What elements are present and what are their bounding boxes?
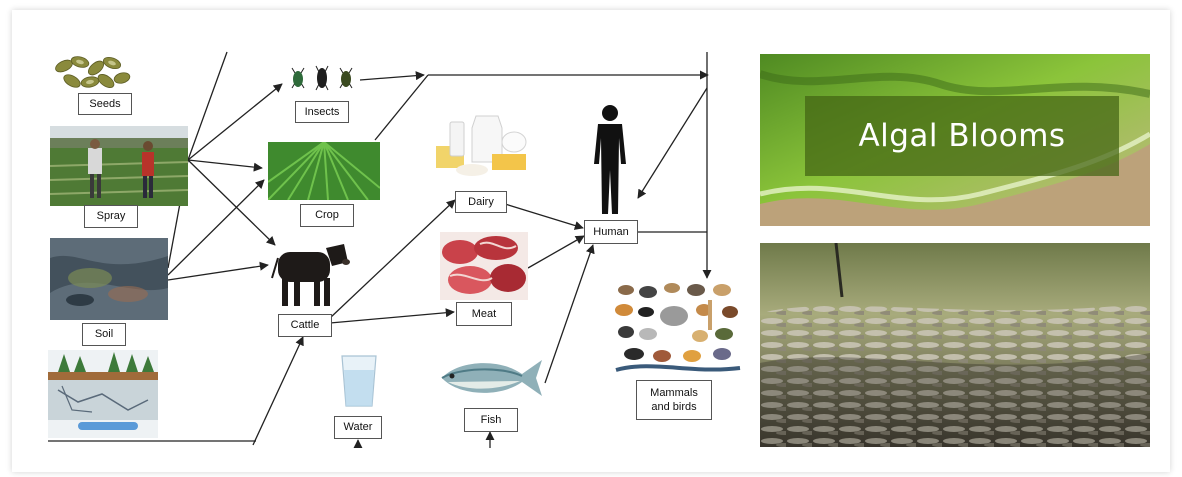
arrow-insects-right xyxy=(360,75,424,80)
node-seeds: Seeds xyxy=(78,93,132,115)
groundwater-diagram xyxy=(48,350,158,438)
node-insects: Insects xyxy=(295,101,349,123)
cattle-image xyxy=(270,234,352,310)
arrow-bottom-cattle xyxy=(253,337,303,445)
arrow-cattle-meat xyxy=(330,312,454,323)
arrow-top-to-human xyxy=(638,88,707,198)
algal-blooms-title: Algal Blooms xyxy=(858,118,1065,154)
node-mammals-line2: and birds xyxy=(651,400,696,414)
node-fish: Fish xyxy=(464,408,518,432)
seeds-image xyxy=(52,54,132,92)
water-glass-image xyxy=(338,352,380,410)
node-cattle: Cattle xyxy=(278,314,332,337)
fish-image xyxy=(438,354,546,400)
arrow-spray-cattle xyxy=(188,160,275,245)
arrow-meat-human xyxy=(528,236,584,268)
node-dairy: Dairy xyxy=(455,191,507,213)
insects-image xyxy=(286,62,358,94)
arrow-fish-human xyxy=(545,245,593,383)
human-silhouette xyxy=(590,104,630,216)
arrow-dairy-human xyxy=(505,204,583,228)
algal-blooms-title-banner: Algal Blooms xyxy=(805,96,1119,176)
node-crop: Crop xyxy=(300,204,354,227)
node-mammals-line1: Mammals xyxy=(650,386,698,400)
spray-photo xyxy=(50,126,188,206)
meat-image xyxy=(440,232,528,300)
crop-photo xyxy=(268,142,380,200)
soil-photo xyxy=(50,238,168,320)
dead-fish-photo xyxy=(760,243,1150,447)
arrow-spray-crop xyxy=(188,160,262,168)
node-meat: Meat xyxy=(456,302,512,326)
node-water: Water xyxy=(334,416,382,439)
arrow-soil-cattle xyxy=(168,265,268,280)
node-soil: Soil xyxy=(82,323,126,346)
dairy-image xyxy=(432,110,530,178)
node-spray: Spray xyxy=(84,205,138,228)
line-crop-up xyxy=(375,75,428,140)
node-human: Human xyxy=(584,220,638,244)
mammals-birds-image xyxy=(612,280,744,376)
node-mammals-birds: Mammals and birds xyxy=(636,380,712,420)
